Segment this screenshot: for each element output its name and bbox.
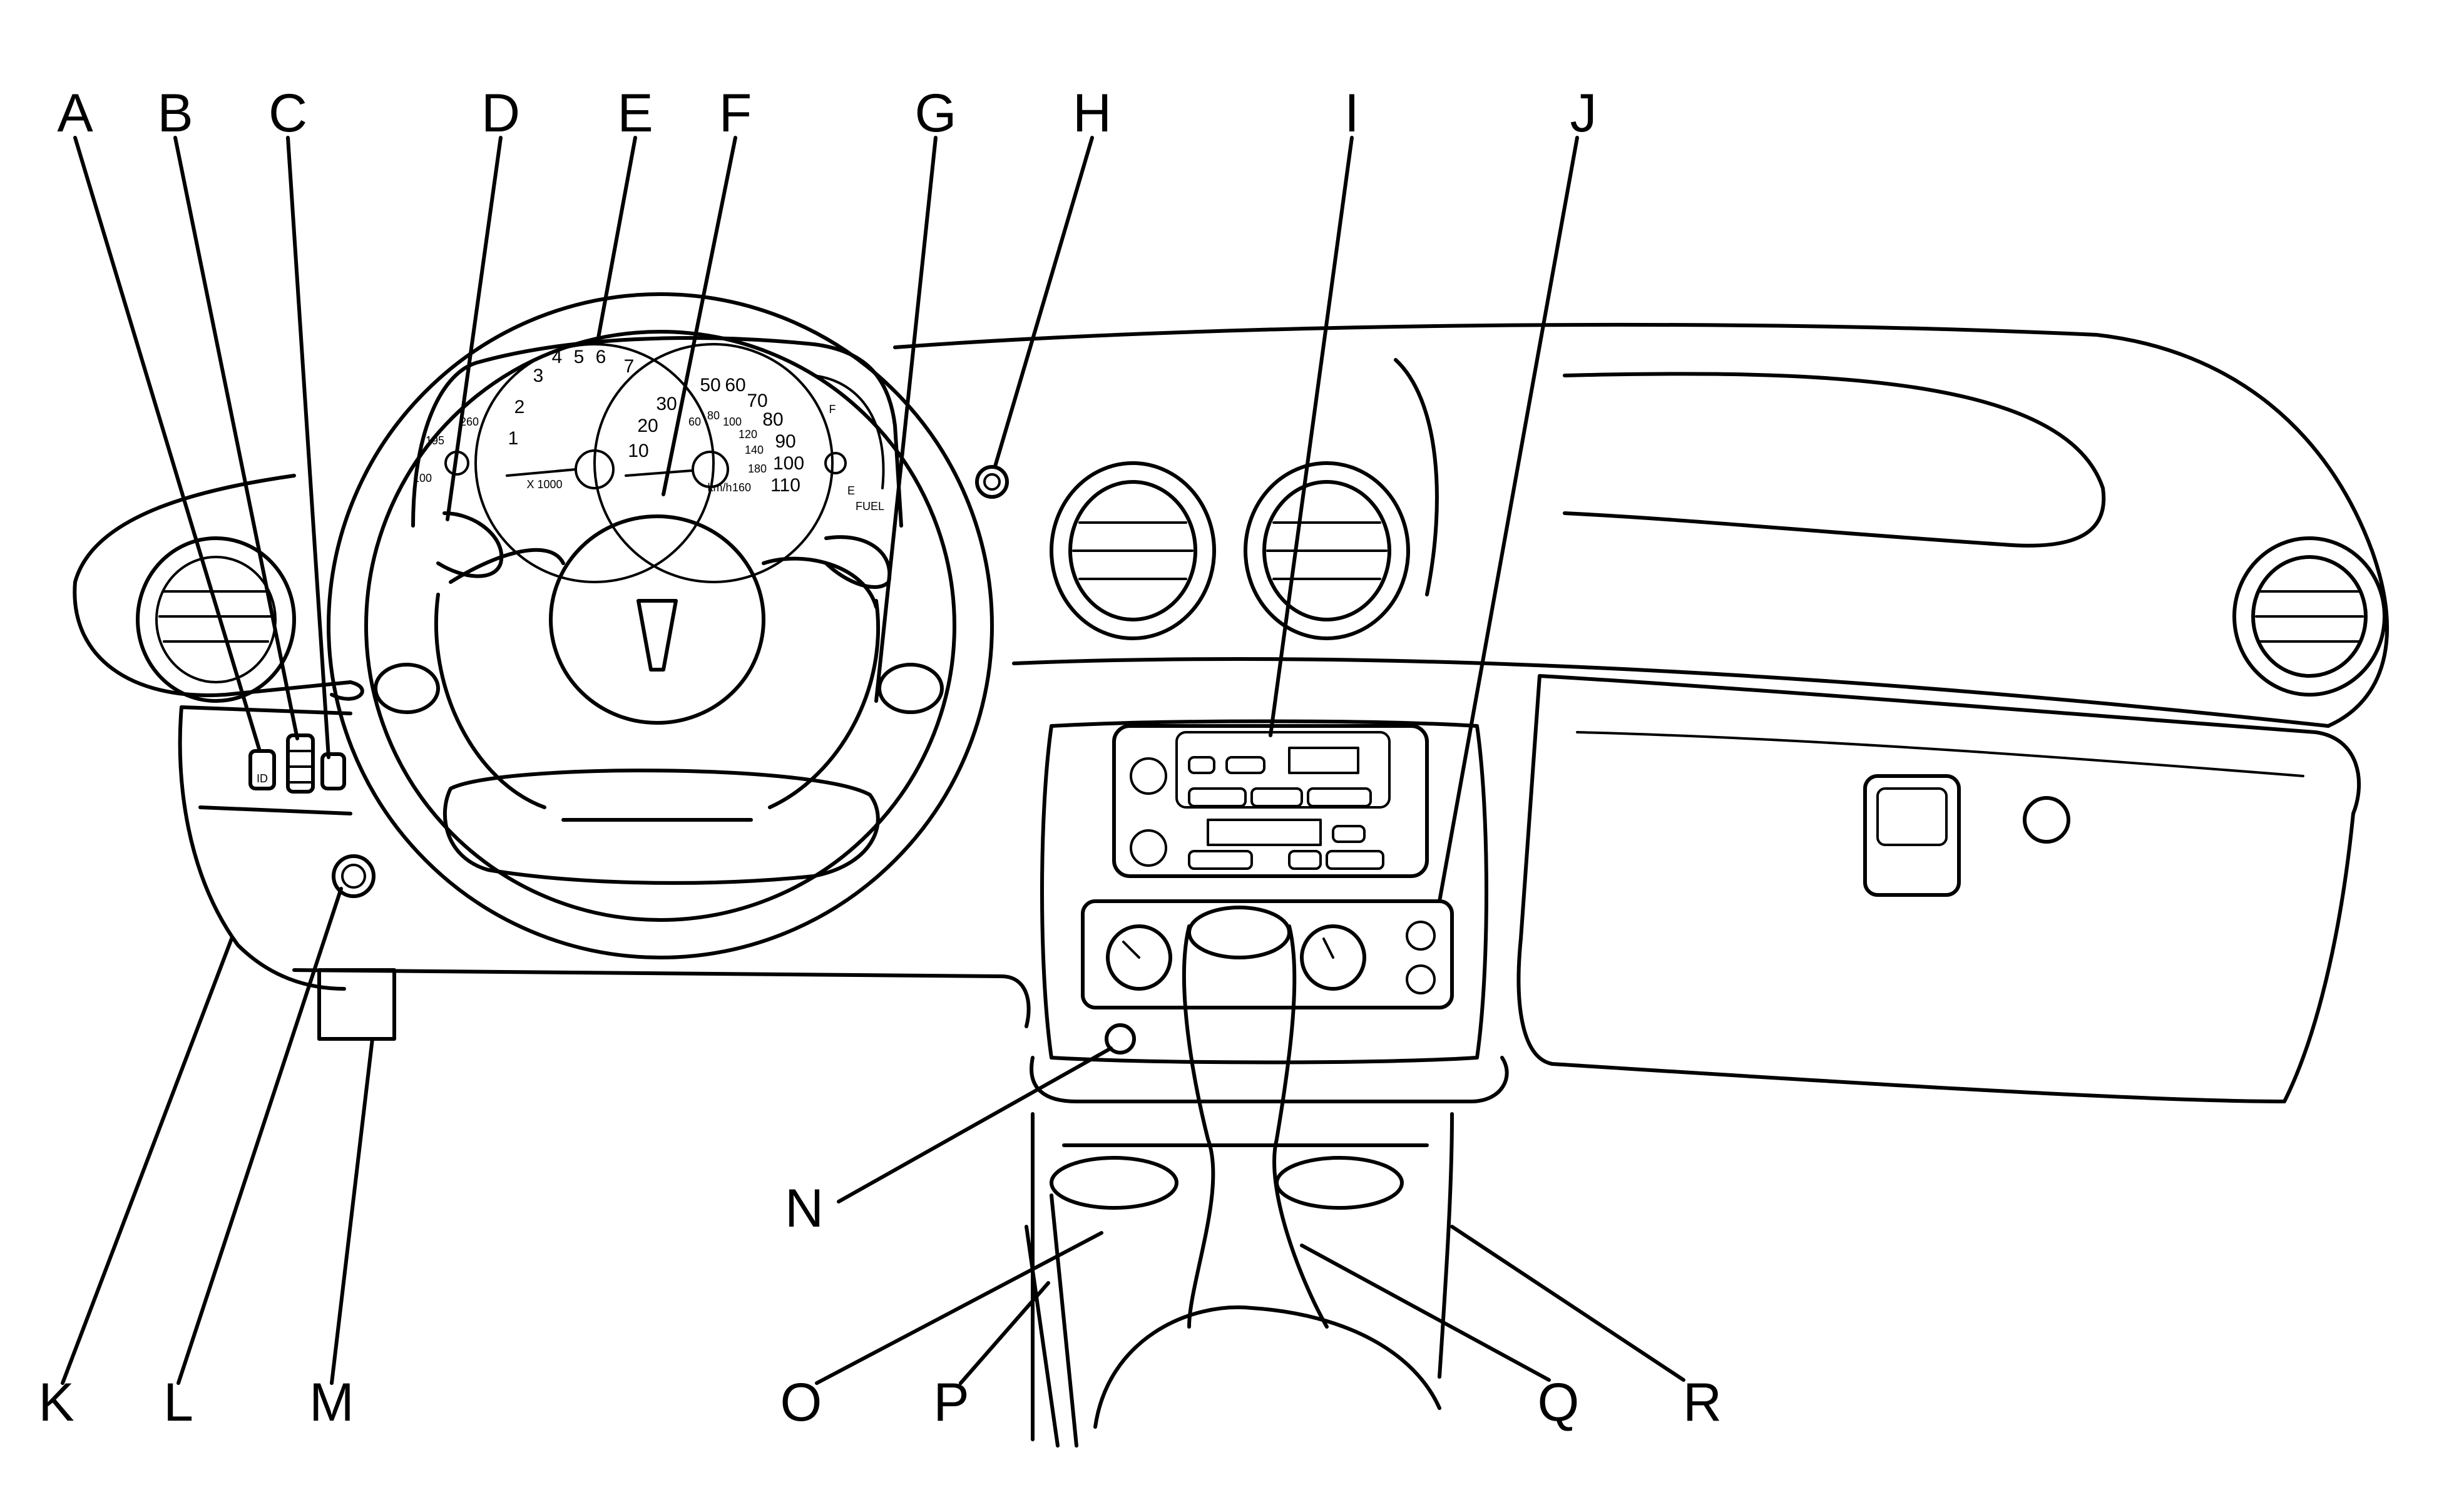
speed-90: 90 xyxy=(775,431,795,452)
callout-p: P xyxy=(933,1372,969,1433)
callout-h: H xyxy=(1073,83,1112,143)
speed-70: 70 xyxy=(747,391,767,411)
center-stack xyxy=(1030,719,1509,1103)
callout-l: L xyxy=(163,1372,193,1433)
fuel-label: FUEL xyxy=(856,500,884,513)
left-lower-panel xyxy=(178,705,1031,1028)
tach-number-3: 3 xyxy=(533,365,544,386)
callout-j: J xyxy=(1570,83,1597,143)
callout-leaders xyxy=(61,136,1685,1385)
speed-60: 60 xyxy=(725,375,745,396)
dashboard-body xyxy=(893,322,2390,728)
tach-number-5: 5 xyxy=(574,347,585,367)
kmh-160: 160 xyxy=(732,481,751,494)
temp-260: 260 xyxy=(460,416,479,428)
callout-d: D xyxy=(481,83,520,143)
accessory-outlet xyxy=(1105,1023,1136,1055)
callout-m: M xyxy=(309,1372,354,1433)
callout-n: N xyxy=(785,1178,824,1239)
speed-110: 110 xyxy=(770,475,800,496)
callout-q: Q xyxy=(1538,1372,1580,1433)
tach-number-6: 6 xyxy=(596,347,606,367)
kmh-180: 180 xyxy=(748,462,767,475)
speed-20: 20 xyxy=(637,416,658,436)
left-air-vent xyxy=(73,474,364,703)
hazard-switch xyxy=(975,465,1009,499)
kmh-120: 120 xyxy=(739,428,757,441)
speed-10: 10 xyxy=(628,441,648,461)
kmh-60: 60 xyxy=(688,416,701,428)
callout-r: R xyxy=(1683,1372,1722,1433)
instrument-dimmer xyxy=(286,733,315,794)
steering-wheel xyxy=(327,292,994,959)
tach-number-7: 7 xyxy=(624,356,635,377)
instrument-cluster: 1 2 3 4 5 6 7 X 1000 10 20 30 50 60 70 8… xyxy=(411,336,903,583)
callout-c: C xyxy=(268,83,307,143)
speed-80: 80 xyxy=(762,409,783,430)
callout-k: K xyxy=(38,1372,74,1433)
fuel-full: F xyxy=(829,403,836,416)
kmh-80: 80 xyxy=(707,409,720,422)
callout-i: I xyxy=(1344,83,1359,143)
kmh-140: 140 xyxy=(745,444,764,456)
callout-labels: A B C D E F G H I J K L M N O P Q R xyxy=(38,83,1722,1433)
speed-100: 100 xyxy=(773,453,804,474)
trunk-release xyxy=(332,854,376,898)
fog-lamp-switch xyxy=(320,752,346,790)
callout-e: E xyxy=(617,83,653,143)
callout-o: O xyxy=(780,1372,822,1433)
fuel-empty: E xyxy=(847,484,855,497)
callout-a: A xyxy=(57,83,93,143)
callout-f: F xyxy=(719,83,752,143)
kmh-100: 100 xyxy=(723,416,742,428)
right-air-vent xyxy=(2232,536,2386,697)
headlamp-switch-label: ID xyxy=(257,772,268,785)
tach-multiplier: X 1000 xyxy=(526,478,562,491)
climate-controls xyxy=(1081,899,1454,1009)
audio-system xyxy=(1112,724,1429,878)
gear-shifter xyxy=(1093,906,1441,1429)
speed-50: 50 xyxy=(700,375,720,396)
tach-number-1: 1 xyxy=(508,428,519,449)
center-vent-right xyxy=(1244,461,1410,640)
center-vent-left xyxy=(1050,461,1216,640)
hood-release xyxy=(317,968,396,1041)
callout-b: B xyxy=(157,83,193,143)
speed-30: 30 xyxy=(656,394,677,414)
headlamp-switch xyxy=(248,749,276,790)
tach-number-2: 2 xyxy=(514,397,525,417)
callout-g: G xyxy=(915,83,957,143)
temp-100: 100 xyxy=(413,472,432,484)
center-console xyxy=(1025,1112,1454,1448)
kmh-unit: km/h xyxy=(707,481,732,494)
glove-box xyxy=(1516,674,2361,1103)
